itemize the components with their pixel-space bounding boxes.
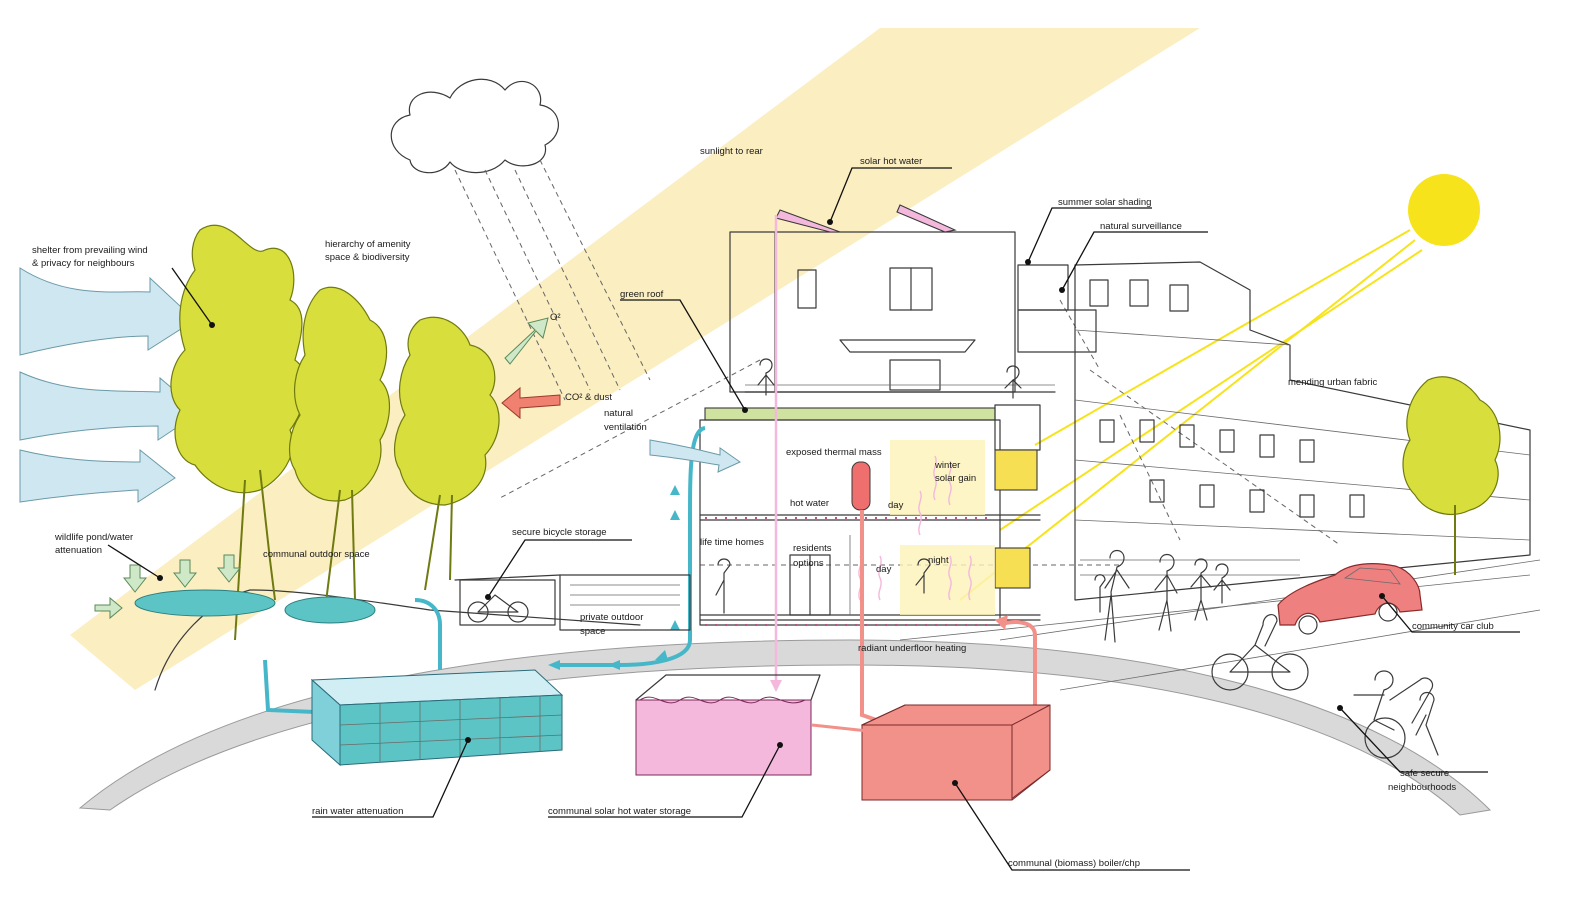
label-natural-ventilation: natural bbox=[604, 408, 633, 419]
label-community-car-club: community car club bbox=[1412, 621, 1494, 632]
label-winter-solar-gain: winter bbox=[934, 460, 960, 471]
label-communal-boiler: communal (biomass) boiler/chp bbox=[1008, 858, 1140, 869]
label-winter-solar-gain-2: solar gain bbox=[935, 473, 976, 484]
label-residents-options: residents bbox=[793, 543, 832, 554]
label-natural-surveillance: natural surveillance bbox=[1100, 221, 1182, 232]
o2-arrow-icon bbox=[504, 317, 549, 365]
labels: sunlight to rear solar hot water summer … bbox=[32, 146, 1494, 869]
label-night: night bbox=[928, 555, 949, 566]
rain-arrows bbox=[94, 554, 242, 620]
label-green-roof: green roof bbox=[620, 289, 664, 300]
label-exposed-thermal-mass: exposed thermal mass bbox=[786, 447, 882, 458]
label-hot-water: hot water bbox=[790, 498, 829, 509]
label-communal-solar-hot-water-storage: communal solar hot water storage bbox=[548, 806, 691, 817]
label-co2: CO² & dust bbox=[565, 392, 612, 403]
label-shelter-2: & privacy for neighbours bbox=[32, 258, 135, 269]
label-communal-outdoor-space: communal outdoor space bbox=[263, 549, 370, 560]
dashed-line bbox=[454, 169, 566, 401]
label-safe-secure: safe secure bbox=[1400, 768, 1449, 779]
solar-water-storage bbox=[635, 674, 821, 776]
label-wildlife: wildlife pond/water bbox=[54, 532, 133, 543]
ground-mound bbox=[154, 589, 641, 691]
pond bbox=[284, 596, 376, 624]
label-life-time-homes: life time homes bbox=[700, 537, 764, 548]
sun-ray bbox=[999, 249, 1423, 531]
label-shelter: shelter from prevailing wind bbox=[32, 245, 148, 256]
solar-panel bbox=[896, 204, 957, 233]
label-secure-bicycle-storage: secure bicycle storage bbox=[512, 527, 607, 538]
people bbox=[715, 358, 1439, 759]
sun-ray bbox=[1034, 229, 1411, 446]
dashed-line bbox=[1089, 369, 1341, 546]
solar-panel bbox=[775, 209, 841, 233]
label-radiant-underfloor-heating: radiant underfloor heating bbox=[858, 643, 966, 654]
label-day-upper: day bbox=[888, 500, 904, 511]
sun-icon bbox=[1408, 174, 1480, 246]
label-natural-ventilation-2: ventilation bbox=[604, 422, 647, 433]
leader-lines bbox=[107, 167, 1520, 871]
tree-group bbox=[170, 224, 1501, 641]
label-wildlife-2: attenuation bbox=[55, 545, 102, 556]
bicycle-store bbox=[454, 574, 691, 631]
label-day-lower: day bbox=[876, 564, 892, 575]
label-safe-secure-2: neighbourhoods bbox=[1388, 782, 1456, 793]
label-solar-hot-water: solar hot water bbox=[860, 156, 922, 167]
pond bbox=[134, 589, 276, 617]
sun-ray bbox=[959, 239, 1416, 601]
hot-water-tank bbox=[851, 461, 871, 511]
connector-pipe bbox=[811, 723, 906, 737]
pavement-line bbox=[999, 559, 1541, 641]
rain-water-tank bbox=[310, 669, 564, 767]
biomass-boiler bbox=[860, 704, 1051, 801]
label-o2: O² bbox=[550, 312, 561, 323]
co2-arrow-icon bbox=[501, 386, 561, 420]
label-private-outdoor: private outdoor bbox=[580, 612, 643, 623]
car bbox=[1277, 563, 1423, 635]
wind-arrows bbox=[19, 267, 201, 503]
dashed-line bbox=[499, 359, 761, 499]
label-summer-solar-shading: summer solar shading bbox=[1058, 197, 1151, 208]
label-hierarchy: hierarchy of amenity bbox=[325, 239, 411, 250]
label-mending-urban-fabric: mending urban fabric bbox=[1288, 377, 1377, 388]
label-residents-options-2: options bbox=[793, 558, 824, 569]
label-sunlight-to-rear: sunlight to rear bbox=[700, 146, 763, 157]
dashed-line bbox=[484, 169, 591, 391]
label-private-outdoor-2: space bbox=[580, 626, 605, 637]
cloud-icon bbox=[390, 78, 559, 174]
dashed-line bbox=[539, 159, 651, 381]
label-rain-water-attenuation: rain water attenuation bbox=[312, 806, 403, 817]
green-roof bbox=[704, 407, 996, 421]
dashed-line bbox=[1059, 299, 1101, 371]
dashed-line bbox=[514, 169, 621, 391]
main-building bbox=[699, 231, 1097, 626]
pavement-line bbox=[1059, 609, 1541, 691]
label-hierarchy-2: space & biodiversity bbox=[325, 252, 410, 263]
